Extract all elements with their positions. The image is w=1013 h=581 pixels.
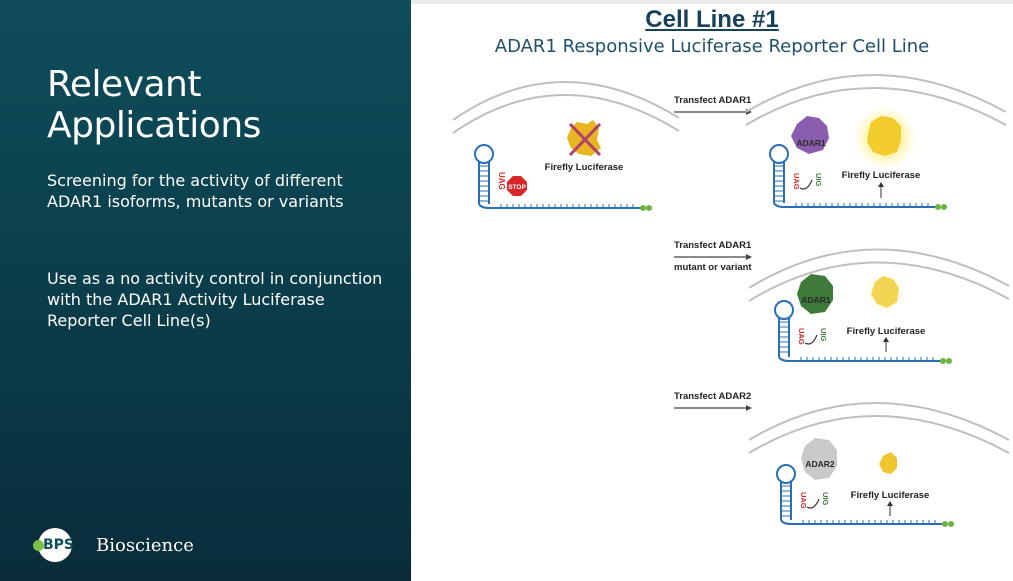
bullet-text-1: Screening for the activity of different … [47,171,344,211]
codon-before-1: UAG [792,173,801,190]
luciferase-label-1: Firefly Luciferase [842,170,921,181]
result-cell-adar1-mutant: ADAR1 UAG UIG Firefly Luciferase [748,248,1010,364]
cell-membrane-outer [452,81,680,121]
adar1-enzyme-icon [791,116,829,154]
codon-after-3: UIG [821,492,830,506]
diagram-subtitle: ADAR1 Responsive Luciferase Reporter Cel… [494,36,930,57]
cell-membrane-inner [748,415,1010,454]
cell-membrane-inner [745,87,1007,126]
logo-green-dot-icon [33,540,44,551]
result-cell-adar1: ADAR1 UAG UIG Firefly Luciferase [745,74,1007,210]
dim-luciferase-icon [879,452,897,474]
codon-label-left: UAG [497,172,506,190]
editing-arrow-icon [804,334,818,345]
diagram-canvas: UAG STOP Firefly Luciferase Transfect AD… [452,74,1010,527]
cell-membrane-inner [748,261,1010,302]
adar2-enzyme-icon [801,438,837,480]
codon-after-1: UIG [814,173,823,187]
logo-mark: BPS [43,537,75,553]
rna-hairpin-icon [776,464,954,527]
codon-after-2: UIG [819,328,828,342]
result-cell-adar2: ADAR2 UAG UIG Firefly Luciferase [748,402,1010,527]
enzyme-label-1: ADAR1 [796,138,826,148]
active-luciferase-icon [867,116,901,156]
editing-arrow-icon [799,179,813,190]
slide-title: Relevant Applications [47,64,261,146]
cell-membrane-outer [748,402,1010,441]
cell-membrane-outer [748,248,1010,289]
codon-before-3: UAG [799,492,808,509]
arrow-label-mutant-line2: mutant or variant [674,262,752,273]
right-panel: Cell Line #1 ADAR1 Responsive Luciferase… [411,0,1013,581]
cell-membrane-outer [745,74,1007,113]
arrow-transfect-mutant: Transfect ADAR1 mutant or variant [674,240,752,273]
arrow-transfect-adar2: Transfect ADAR2 [674,391,752,411]
cell-membrane-inner [452,94,680,134]
left-luciferase-label: Firefly Luciferase [545,162,624,173]
expression-arrowhead [883,337,889,342]
adar1-mutant-enzyme-icon [797,274,833,314]
stop-sign-label: STOP [508,184,526,191]
enzyme-label-3: ADAR2 [805,459,835,469]
logo-circle-icon: BPS [33,528,75,562]
top-strip [411,0,1013,4]
diagram-title: Cell Line #1 [645,6,779,33]
logo-name: Bioscience [96,534,194,556]
stop-sign-icon: STOP [507,176,527,196]
left-panel: Relevant Applications Screening for the … [0,0,411,581]
editing-arrow-icon [806,498,820,509]
luciferase-label-2: Firefly Luciferase [847,326,926,337]
arrow-label-mutant-line1: Transfect ADAR1 [674,240,752,251]
expression-arrowhead [887,501,893,506]
luciferase-label-3: Firefly Luciferase [851,490,930,501]
crossed-luciferase-icon [567,120,602,157]
expression-arrowhead [878,182,884,187]
codon-before-2: UAG [797,328,806,345]
arrow-label-adar2: Transfect ADAR2 [674,391,751,402]
arrow-transfect-adar1: Transfect ADAR1 [674,95,752,115]
partial-luciferase-icon [871,276,899,308]
bullet-text-2: Use as a no activity control in conjunct… [47,269,383,330]
rna-hairpin-icon [774,300,952,364]
rna-hairpin-icon [769,144,947,210]
bps-logo: BPS Bioscience [33,527,194,563]
arrow-label-adar1: Transfect ADAR1 [674,95,752,106]
enzyme-label-2: ADAR1 [801,295,831,305]
rna-hairpin-icon [474,144,652,211]
reporter-cell-left: UAG STOP Firefly Luciferase [452,81,680,211]
